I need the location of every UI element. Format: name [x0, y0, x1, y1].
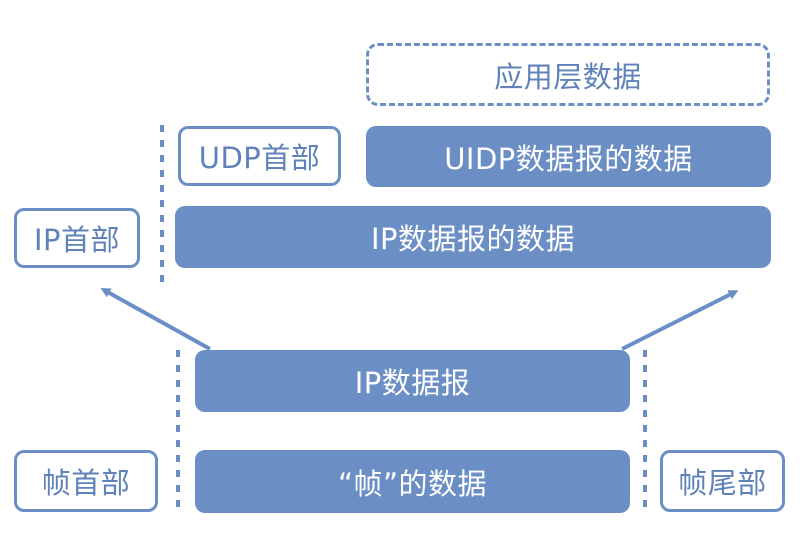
frame-trailer-label: 帧尾部: [678, 466, 767, 500]
application-data-label: 应用层数据: [494, 59, 642, 94]
arrow-right: [621, 290, 739, 351]
frame-data-label: “帧”的数据: [337, 466, 488, 501]
ip-datagram-data-box: IP数据报的数据: [175, 206, 771, 268]
ip-datagram-label: IP数据报: [354, 366, 471, 400]
frame-data-box: “帧”的数据: [195, 450, 630, 513]
arrow-left: [100, 288, 211, 351]
ip-header-label: IP首部: [33, 223, 121, 257]
udp-datagram-data-box: UIDP数据报的数据: [366, 126, 771, 187]
udp-datagram-data-label: UIDP数据报的数据: [444, 141, 693, 176]
udp-header-label: UDP首部: [198, 141, 321, 175]
frame-header-label: 帧首部: [41, 466, 131, 500]
ip-header-box: IP首部: [14, 208, 140, 268]
ip-datagram-box: IP数据报: [195, 350, 630, 412]
udp-header-box: UDP首部: [178, 126, 341, 186]
frame-trailer-box: 帧尾部: [660, 450, 785, 512]
application-data-box: 应用层数据: [366, 43, 770, 106]
frame-header-box: 帧首部: [14, 450, 158, 512]
ip-datagram-data-label: IP数据报的数据: [370, 222, 576, 256]
